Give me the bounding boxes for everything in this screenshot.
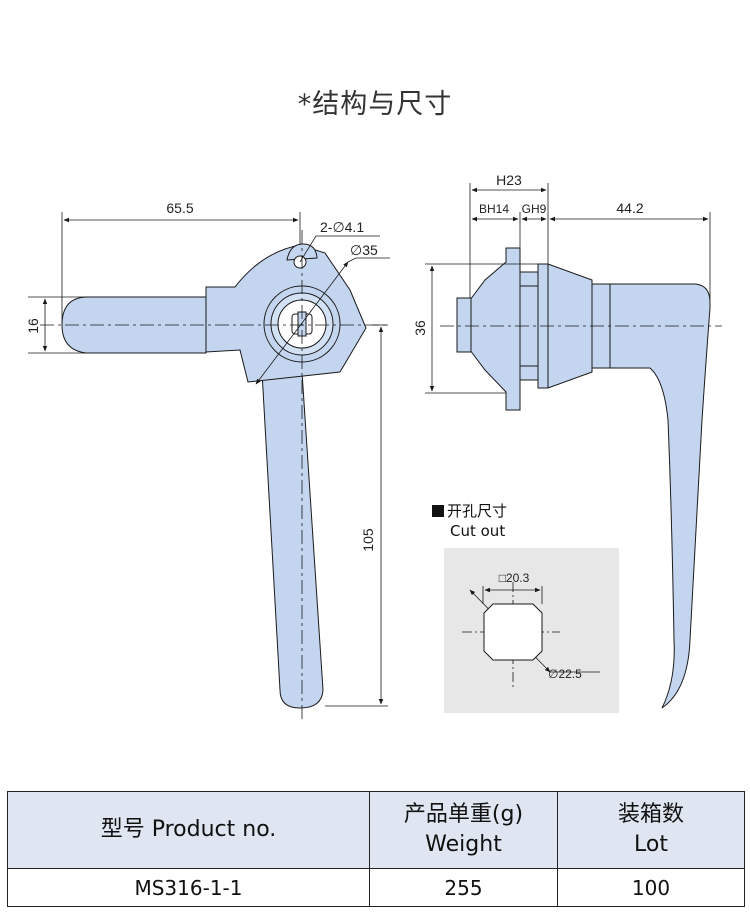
- dim-105: 105: [360, 528, 376, 552]
- cell-weight: 255: [369, 868, 558, 907]
- cell-product: MS316-1-1: [7, 868, 370, 907]
- table-row: MS316-1-1 255 100: [7, 868, 745, 907]
- side-handle-shape: [591, 283, 711, 709]
- dim-diameter-35: ∅35: [350, 242, 378, 258]
- spec-table-header: 型号 Product no. 产品单重(g) Weight 装箱数 Lot: [7, 791, 745, 869]
- cutout-label: 开孔尺寸 Cut out: [432, 501, 507, 541]
- cell-lot: 100: [557, 868, 745, 907]
- cutout-box: [444, 548, 619, 713]
- header-weight: 产品单重(g) Weight: [369, 791, 558, 869]
- dim-bh14: BH14: [479, 202, 509, 216]
- square-bullet-icon: [432, 505, 444, 517]
- dim-16: 16: [25, 318, 41, 334]
- cutout-shape: [483, 603, 543, 661]
- lever-shape: [261, 371, 324, 709]
- dim-diameter-22-5: ∅22.5: [548, 667, 582, 681]
- dim-65-5: 65.5: [166, 200, 193, 216]
- front-view: [61, 243, 367, 709]
- flange-shape: [469, 247, 521, 411]
- spec-table: 型号 Product no. 产品单重(g) Weight 装箱数 Lot MS…: [7, 791, 745, 907]
- cutout-title-cn: 开孔尺寸: [447, 502, 508, 520]
- header-product: 型号 Product no.: [7, 791, 370, 869]
- side-dimensions: [425, 183, 711, 394]
- dim-hole: 2-∅4.1: [320, 219, 364, 235]
- front-dimensions: [28, 212, 390, 707]
- dim-gh9: GH9: [522, 202, 547, 216]
- dim-h23: H23: [496, 172, 522, 188]
- ear-shape: [286, 243, 318, 261]
- dim-44-2: 44.2: [616, 200, 643, 216]
- cutout-title-en: Cut out: [450, 522, 506, 540]
- rear-stub: [456, 297, 472, 353]
- header-lot: 装箱数 Lot: [557, 791, 745, 869]
- dim-square-20-3: □20.3: [499, 571, 530, 585]
- page-title: *结构与尺寸: [297, 89, 453, 120]
- dim-36: 36: [412, 320, 428, 336]
